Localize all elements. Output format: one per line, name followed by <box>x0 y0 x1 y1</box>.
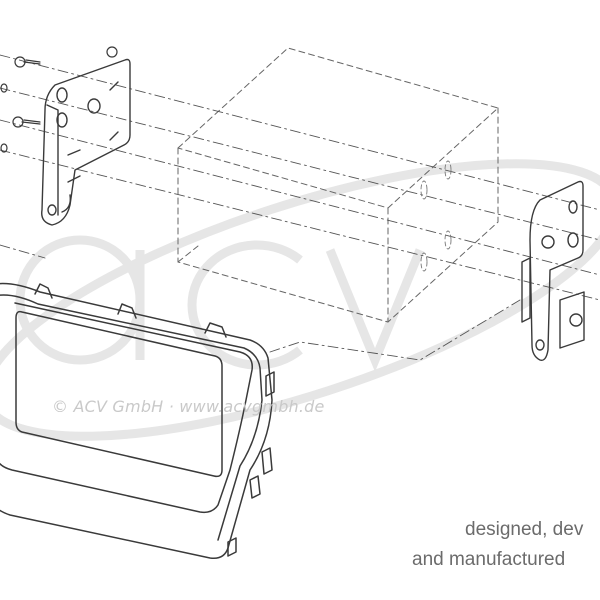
trim-panel <box>0 282 275 560</box>
copyright-watermark: © ACV GmbH · www.acvgmbh.de <box>52 397 325 416</box>
left-screws <box>0 46 118 153</box>
tagline-line-1: designed, dev <box>465 519 584 540</box>
radio-side-slots <box>420 160 452 272</box>
radio-unit-outline <box>177 47 499 323</box>
right-bracket <box>521 180 585 361</box>
left-bracket <box>41 58 131 226</box>
tagline-line-2: and manufactured <box>412 549 566 570</box>
alignment-lines <box>0 54 600 361</box>
